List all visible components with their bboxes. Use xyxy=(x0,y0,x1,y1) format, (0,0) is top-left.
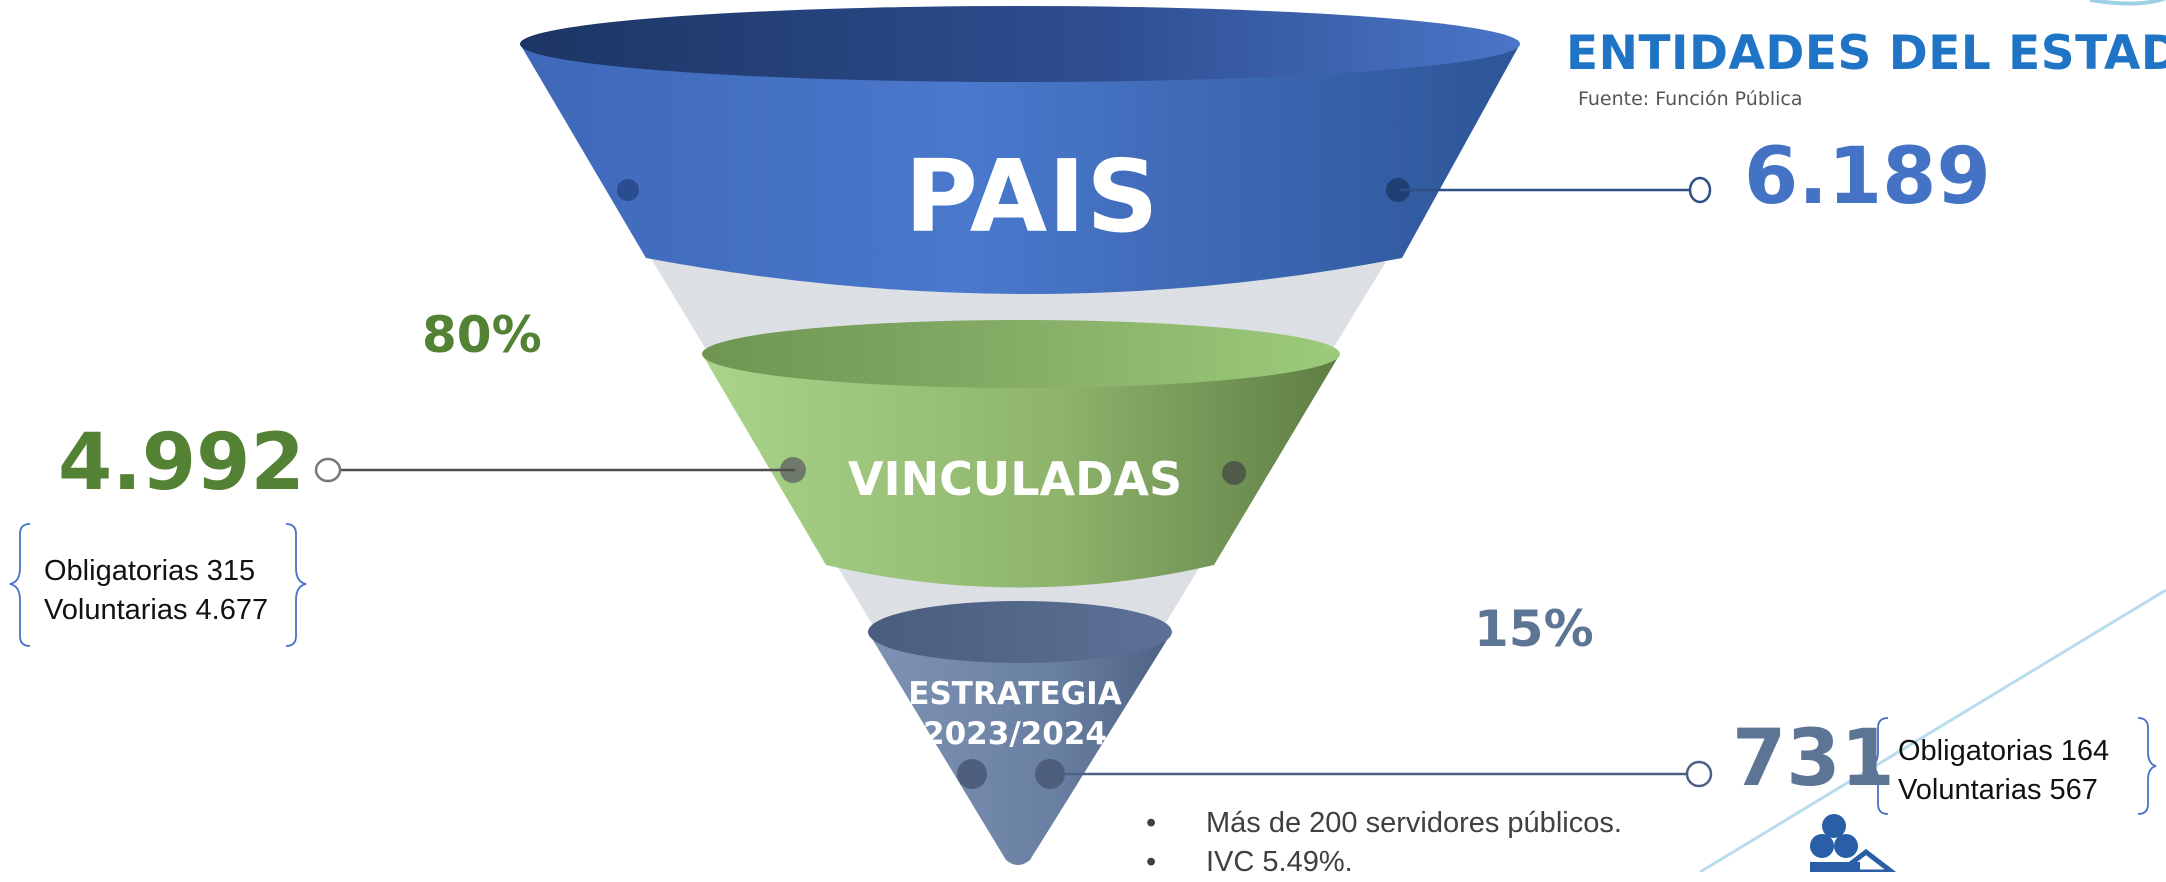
percent-vinculadas: 80% xyxy=(422,306,542,364)
funnel-segment-estrategia xyxy=(868,601,1172,865)
value-estrategia: 731 xyxy=(1732,714,1895,804)
breakdown-voluntarias: Voluntarias 567 xyxy=(1898,774,2098,806)
breakdown-obligatorias: Obligatorias 315 xyxy=(44,555,256,587)
connector-estrategia xyxy=(1050,760,1713,788)
decorative-line-icon xyxy=(1699,0,2166,872)
value-pais: 6.189 xyxy=(1744,132,1991,222)
breakdown-obligatorias: Obligatorias 164 xyxy=(1898,735,2110,767)
value-vinculadas: 4.992 xyxy=(58,418,305,508)
funnel-segment-pais xyxy=(520,6,1520,294)
curly-brace-icon xyxy=(1869,717,2157,815)
percent-estrategia: 15% xyxy=(1474,600,1594,658)
connector-vinculadas xyxy=(314,457,795,483)
segment-label-estrategia-line2: 2023/2024 xyxy=(923,716,1107,752)
bullet-item: Más de 200 servidores públicos. xyxy=(1146,804,1622,843)
anchor-dot xyxy=(1222,461,1246,485)
segment-label-estrategia: ESTRATEGIA 2023/2024 xyxy=(885,674,1145,754)
segment-label-pais: PAIS xyxy=(904,138,1160,255)
people-logo-icon xyxy=(1810,814,1897,872)
funnel-segment-vinculadas xyxy=(702,320,1340,588)
segment-label-estrategia-line1: ESTRATEGIA xyxy=(908,676,1122,712)
page-title: ENTIDADES DEL ESTADO xyxy=(1566,26,2166,81)
anchor-dot xyxy=(617,179,639,201)
breakdown-estrategia: Obligatorias 164 Voluntarias 567 xyxy=(1898,732,2109,810)
anchor-dot xyxy=(957,759,987,789)
bullet-item: IVC 5.49%. xyxy=(1146,843,1622,882)
curly-brace-icon xyxy=(9,523,307,647)
breakdown-voluntarias: Voluntarias 4.677 xyxy=(44,594,269,626)
anchor-dot xyxy=(1386,178,1410,202)
segment-label-vinculadas: VINCULADAS xyxy=(847,452,1183,506)
connector-pais xyxy=(1400,176,1712,204)
breakdown-vinculadas: Obligatorias 315 Voluntarias 4.677 xyxy=(44,552,268,630)
source-text: Fuente: Función Pública xyxy=(1578,88,1803,110)
estrategia-bullets: Más de 200 servidores públicos. IVC 5.49… xyxy=(1146,804,1622,882)
